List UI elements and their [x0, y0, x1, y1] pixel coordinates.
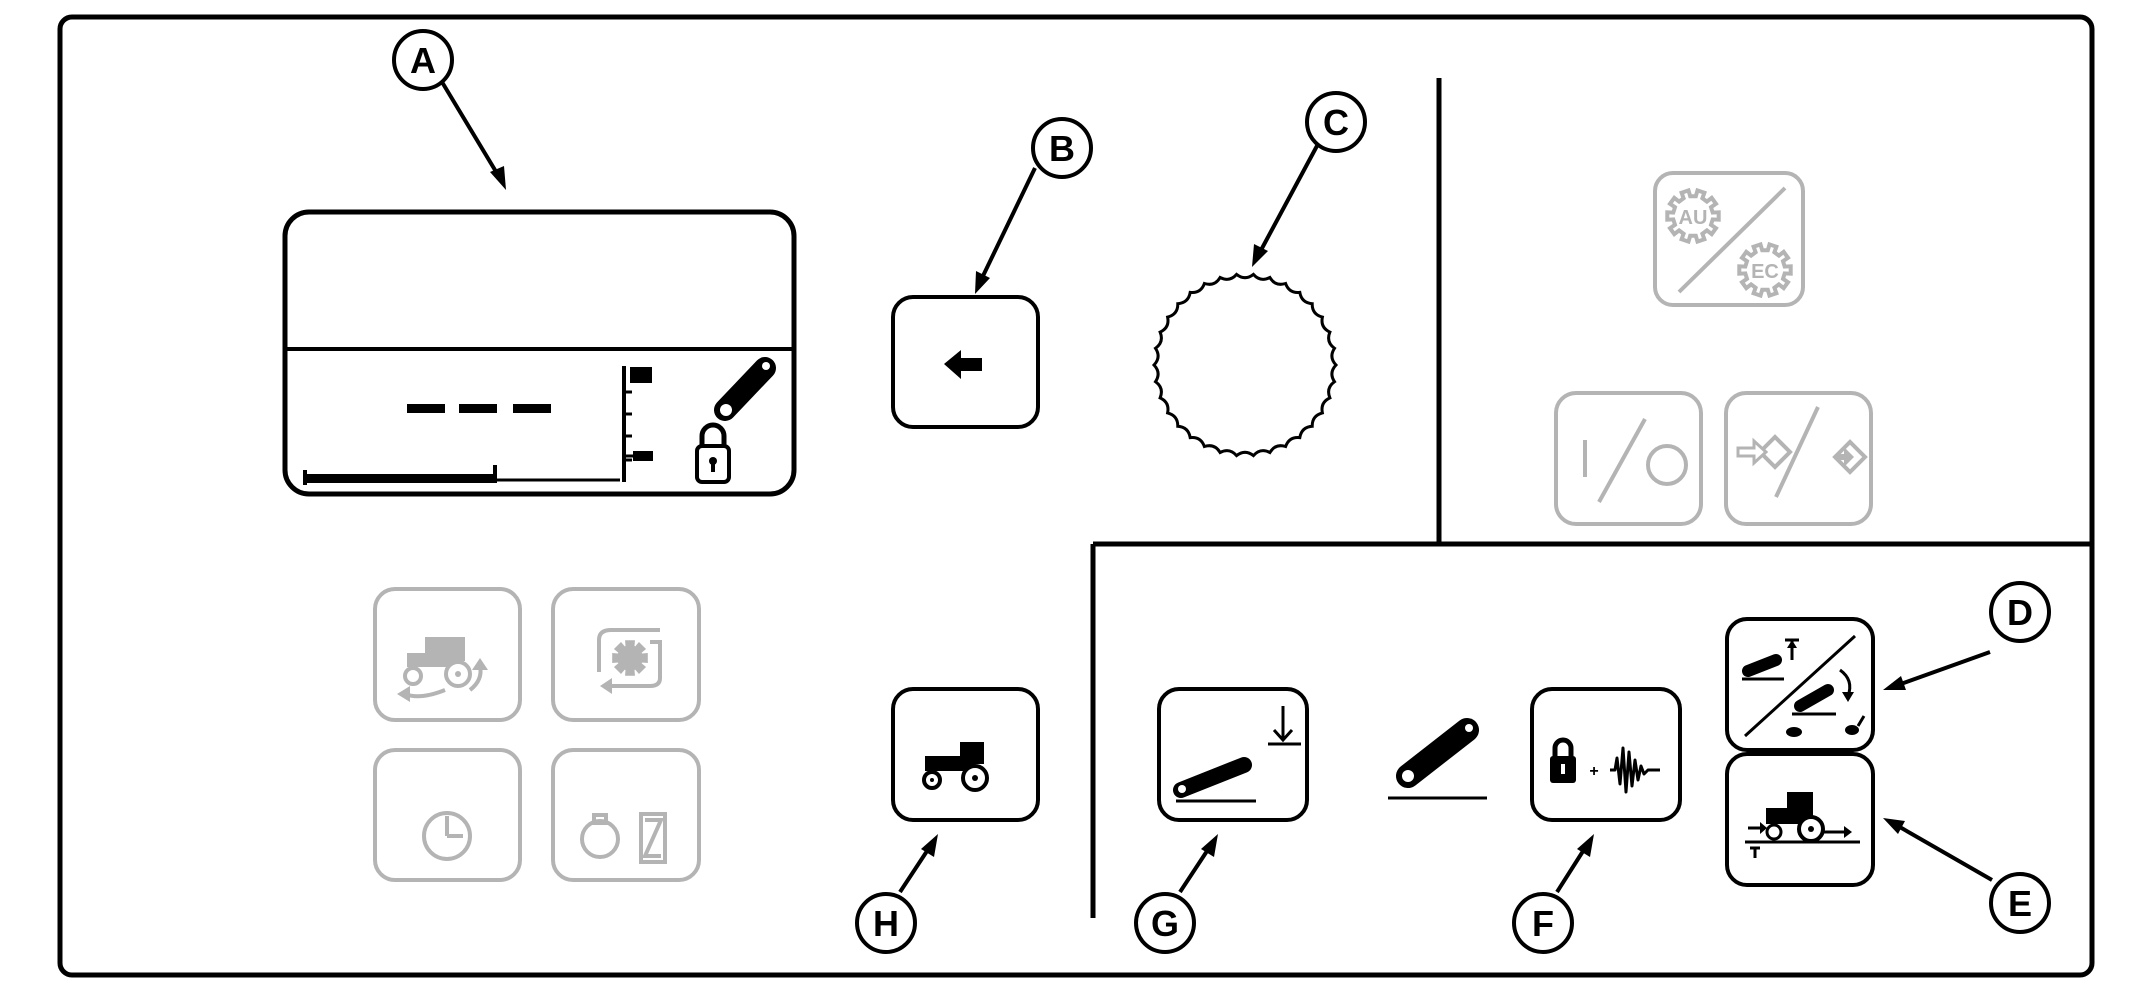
knob-knurl-edge	[1151, 272, 1339, 458]
svg-text:F: F	[1532, 903, 1554, 944]
svg-text:B: B	[1049, 128, 1075, 169]
gear-rotate-icon	[597, 628, 662, 694]
leader-e	[1883, 818, 1993, 882]
rotary-knob[interactable]	[1151, 272, 1339, 458]
callout-d: D	[1989, 581, 2051, 643]
lock-shock-icon: +	[1550, 737, 1660, 794]
leader-a	[440, 80, 506, 190]
svg-text:E: E	[2008, 883, 2032, 924]
callout-e: E	[1989, 872, 2051, 934]
callout-arrows	[440, 80, 1993, 894]
leader-f	[1555, 834, 1594, 894]
enter-toggle-icon	[1736, 406, 1868, 498]
svg-text:AU: AU	[1679, 207, 1708, 229]
gear-rotate-button[interactable]	[551, 587, 701, 722]
callout-c: C	[1305, 91, 1367, 153]
display-lock-icon	[695, 422, 731, 484]
tractor-rotate-icon	[397, 637, 488, 702]
leader-d	[1883, 650, 1991, 690]
display-unit: – – –	[282, 209, 797, 497]
hitch-rate-icon	[1742, 634, 1866, 738]
panel-frame	[57, 14, 2095, 978]
gear-shape	[1737, 241, 1793, 299]
callout-g: G	[1134, 892, 1196, 954]
svg-text:EC: EC	[1751, 261, 1779, 283]
on-off-icon	[1583, 418, 1688, 503]
tractor-icon	[922, 742, 989, 792]
engine-hourglass-icon	[580, 812, 667, 864]
display-dashes	[407, 404, 551, 413]
clock-icon	[422, 811, 472, 861]
auto-eco-gear-icon: AU EC	[1665, 186, 1793, 299]
callout-f: F	[1512, 892, 1574, 954]
svg-text:G: G	[1151, 903, 1179, 944]
panel-dividers	[1090, 78, 2092, 918]
hitch-lower-button[interactable]	[1157, 687, 1309, 822]
tractor-speed-button[interactable]	[1725, 752, 1875, 887]
svg-text:A: A	[410, 40, 436, 81]
on-off-button[interactable]	[1554, 391, 1703, 526]
svg-text:H: H	[873, 903, 899, 944]
tractor-button[interactable]	[891, 687, 1040, 822]
svg-text:C: C	[1323, 102, 1349, 143]
enter-toggle-button[interactable]	[1724, 391, 1873, 526]
lock-shock-button[interactable]: +	[1530, 687, 1682, 822]
display-bar-graph	[303, 465, 620, 485]
back-button[interactable]	[891, 295, 1040, 429]
gear-shape	[612, 640, 648, 676]
leader-h	[898, 834, 938, 894]
engine-hourglass-button[interactable]	[551, 748, 701, 882]
svg-text:+: +	[1589, 763, 1598, 780]
tractor-speed-icon	[1745, 792, 1860, 858]
display-level-scale	[622, 366, 653, 482]
callout-h: H	[855, 892, 917, 954]
callout-b: B	[1031, 117, 1093, 179]
leader-g	[1178, 834, 1218, 894]
display-hitch-icon	[714, 357, 776, 421]
hitch-lower-icon	[1173, 706, 1301, 803]
arrow-left-icon	[944, 350, 982, 379]
hitch-rate-button[interactable]	[1725, 617, 1875, 752]
auto-eco-button[interactable]: AU EC	[1653, 171, 1805, 307]
tractor-adjust-button[interactable]	[373, 587, 522, 722]
knurled-knob	[1151, 272, 1339, 458]
gear-shape	[1665, 187, 1721, 245]
leader-b	[975, 167, 1037, 294]
svg-text:D: D	[2007, 592, 2033, 633]
callout-a: A	[392, 29, 454, 91]
hitch-arm-indicator	[1388, 718, 1487, 800]
leader-c	[1252, 143, 1320, 267]
clock-button[interactable]	[373, 748, 522, 882]
